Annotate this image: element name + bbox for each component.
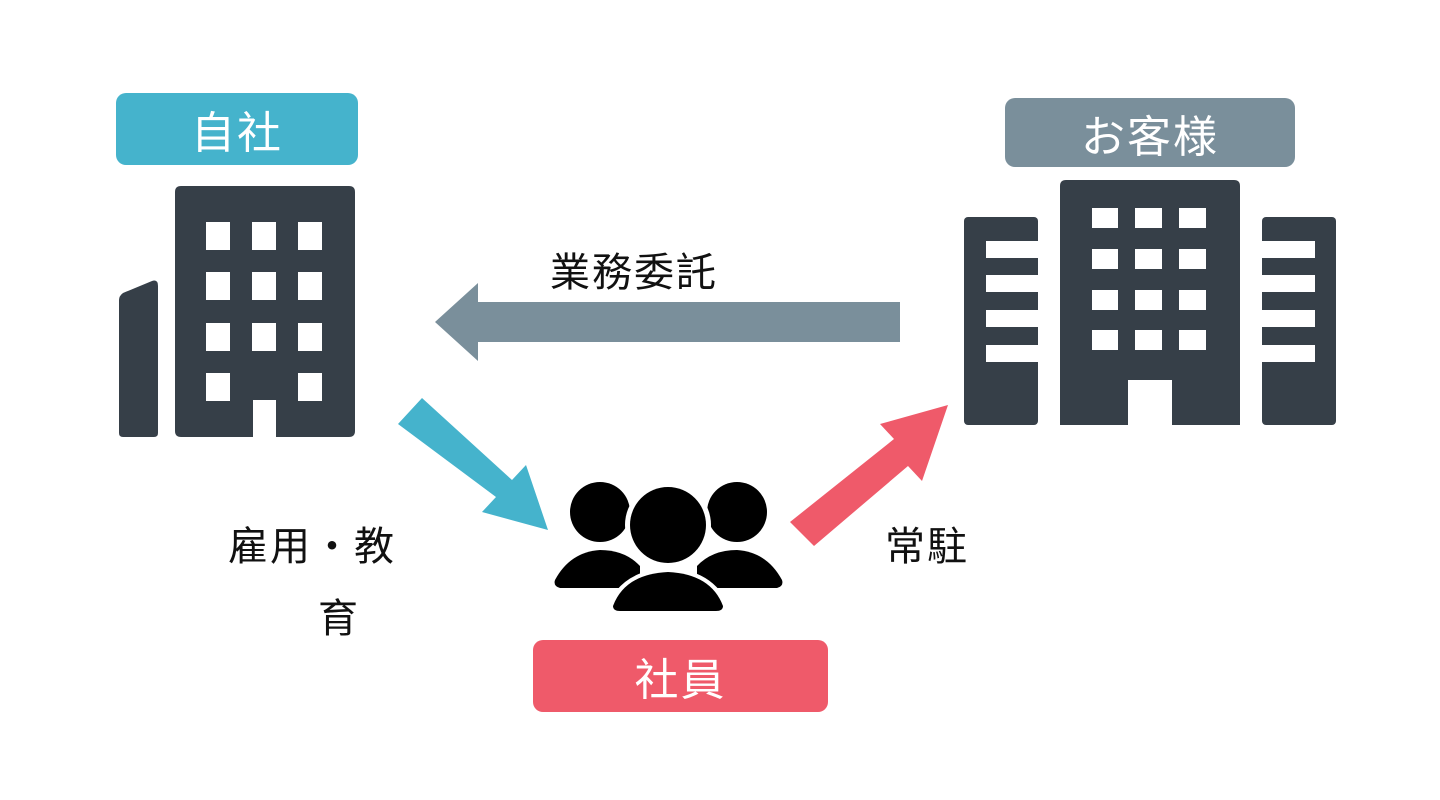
employee-tag: 社員: [533, 640, 828, 712]
client-tag: お客様: [1005, 98, 1295, 167]
employment-arrow: [398, 398, 548, 530]
group-people-icon: [554, 482, 783, 614]
stationed-label: 常駐: [885, 524, 969, 570]
employment-label-line2: 育: [318, 596, 360, 642]
corporate-buildings-icon: [964, 180, 1336, 425]
company-tag: 自社: [116, 93, 358, 165]
office-building-icon: [119, 186, 355, 437]
outsourcing-arrow: [435, 283, 900, 361]
employment-label-line1: 雇用・教: [228, 524, 396, 570]
stationed-arrow: [790, 405, 948, 546]
outsourcing-label: 業務委託: [550, 250, 718, 296]
